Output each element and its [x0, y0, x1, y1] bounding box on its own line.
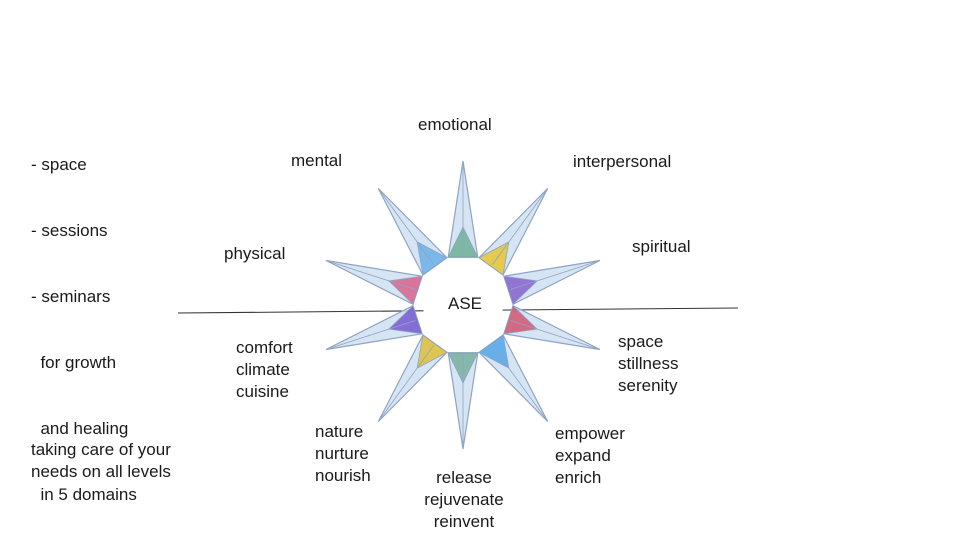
label-line: enrich: [555, 468, 602, 487]
label-space-group: space stillness serenity: [618, 331, 678, 397]
tagline-line: taking care of your: [31, 440, 171, 459]
label-interpersonal: interpersonal: [573, 152, 672, 171]
comfort-point: [325, 304, 423, 351]
label-physical: physical: [224, 244, 286, 263]
label-line: cuisine: [236, 382, 289, 401]
label-line: expand: [555, 446, 611, 465]
mental-point: [377, 188, 448, 276]
label-line: nurture: [315, 444, 369, 463]
offering-line: - space: [31, 155, 87, 174]
physical-point: [325, 259, 423, 306]
label-line: empower: [555, 424, 625, 443]
emotional-point: [447, 160, 479, 258]
offering-line: for growth: [31, 353, 117, 372]
offering-line: and healing: [31, 419, 129, 438]
center-label: ASE: [447, 294, 483, 313]
label-empower-group: empower expand enrich: [555, 423, 625, 489]
label-line: rejuvenate: [424, 490, 504, 509]
label-line: nourish: [315, 466, 371, 485]
label-line: reinvent: [433, 512, 495, 531]
spiritual-point: [503, 259, 601, 306]
label-spiritual: spiritual: [632, 237, 691, 256]
offerings-list: - space - sessions - seminars for growth…: [31, 110, 137, 550]
nature-point: [377, 334, 448, 422]
label-release-group: release rejuvenate reinvent: [421, 467, 507, 533]
label-line: space: [618, 332, 664, 351]
offering-line: in 5 domains: [31, 485, 137, 504]
label-line: release: [436, 468, 492, 487]
label-emotional: emotional: [418, 115, 492, 134]
offering-line: - seminars: [31, 287, 111, 306]
star-points: [325, 160, 601, 450]
label-line: comfort: [236, 338, 293, 357]
label-comfort-group: comfort climate cuisine: [236, 337, 293, 403]
label-line: nature: [315, 422, 364, 441]
label-nature-group: nature nurture nourish: [315, 421, 371, 487]
empower-point: [478, 334, 549, 422]
label-mental: mental: [291, 151, 343, 170]
tagline-line: needs on all levels: [31, 462, 171, 481]
label-line: serenity: [618, 376, 678, 395]
offering-line: - sessions: [31, 221, 108, 240]
interpersonal-point: [478, 188, 549, 276]
star-center: [423, 265, 503, 345]
label-line: climate: [236, 360, 290, 379]
space-point: [503, 304, 601, 351]
label-line: stillness: [618, 354, 679, 373]
release-point: [447, 352, 479, 450]
tagline: taking care of your needs on all levels: [31, 439, 171, 483]
